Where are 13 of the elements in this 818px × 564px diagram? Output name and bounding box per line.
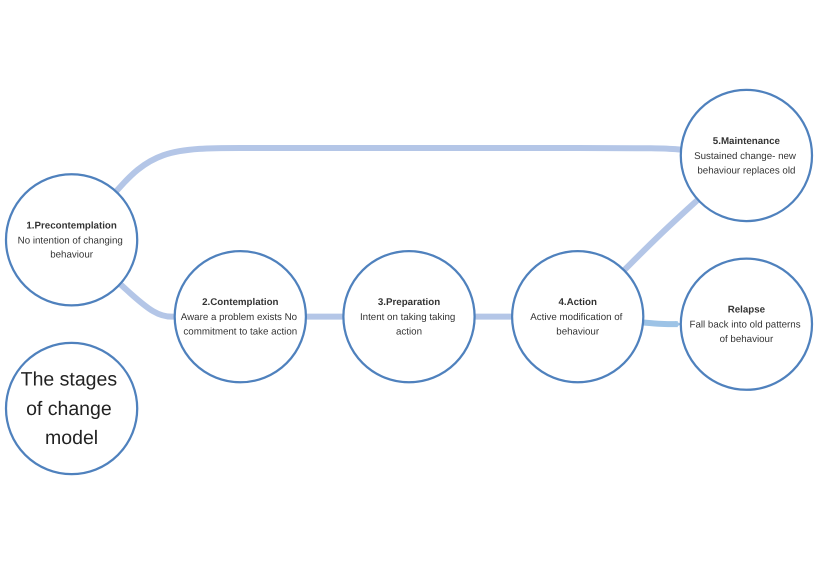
node-circle: The stages of change model [4,342,138,476]
node-circle: 3.Preparation Intent on taking taking action [342,250,476,384]
connector [622,197,700,272]
connector [114,144,682,194]
arrow [642,320,682,328]
node-circle: 1.Precontemplation No intention of changing behaviour [4,173,138,307]
node-circle: 4.Action Active modification of behaviour [510,250,644,384]
connector [474,314,512,320]
connector [118,282,175,320]
node-circle: 2.Contemplation Aware a problem exists No commitment to take action [174,250,308,384]
connector [306,314,344,320]
node-circle: 5.Maintenance Sustained change- new behaviour replaces old [680,88,814,222]
node-circle: Relapse Fall back into old patterns of behaviour [680,257,814,391]
